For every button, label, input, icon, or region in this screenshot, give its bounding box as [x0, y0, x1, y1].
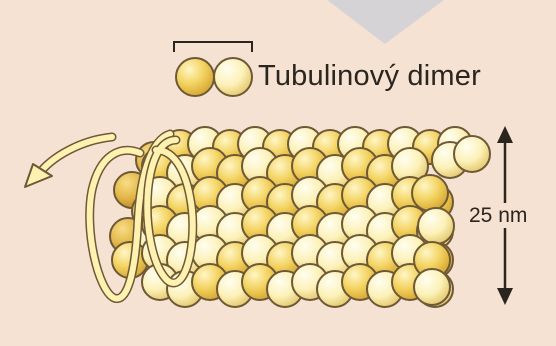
dimer-bracket — [174, 42, 252, 52]
tubulin-subunit — [418, 208, 454, 244]
tubulin-dimer-label: Tubulinový dimer — [258, 62, 481, 91]
tubulin-subunit — [414, 269, 450, 305]
page-corner-triangle — [327, 0, 444, 44]
tubulin-dimer-icon — [176, 58, 252, 96]
tubulin-subunit — [454, 136, 490, 172]
tubulin-subunit — [412, 175, 448, 211]
diameter-label: 25 nm — [469, 203, 527, 228]
